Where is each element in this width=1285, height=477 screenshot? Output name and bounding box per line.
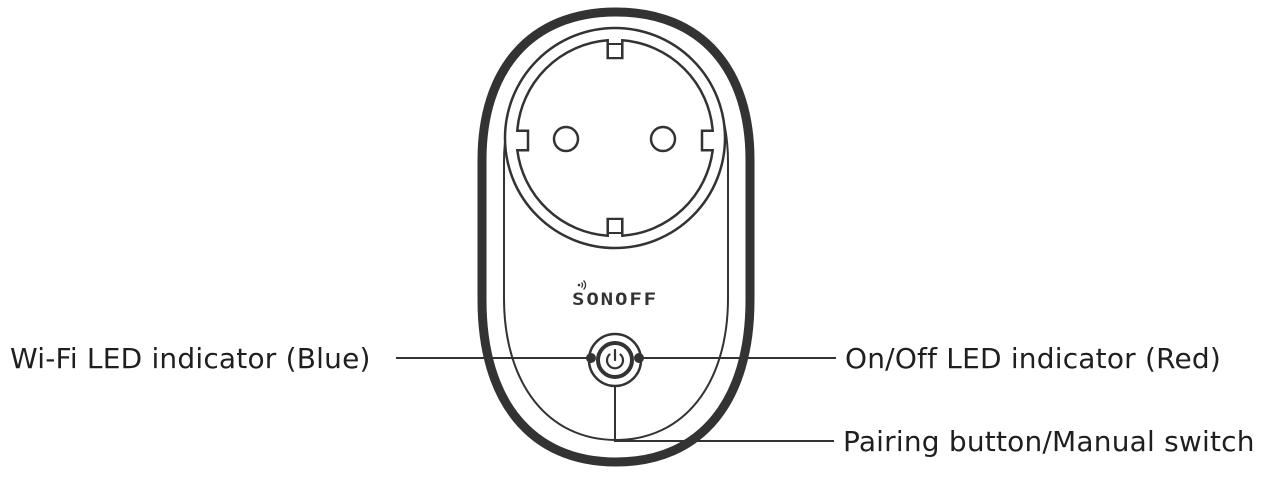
pin-hole-right [649,125,677,153]
earth-clip-top [607,43,623,59]
wifi-signal-icon [577,280,587,290]
pin-hole-left [552,125,580,153]
wifi-led-label: Wi-Fi LED indicator (Blue) [10,342,371,375]
brand-logo-text: SONOFF [572,290,658,310]
wifi-led-indicator [586,353,596,363]
onoff-led-indicator [634,353,644,363]
brand-logo: SONOFF [572,280,658,310]
pairing-button-label: Pairing button/Manual switch [843,425,1255,458]
earth-clip-bottom [607,218,623,234]
power-button[interactable] [587,332,643,388]
socket-recess [515,38,715,238]
power-icon [605,348,625,370]
onoff-led-label: On/Off LED indicator (Red) [845,342,1222,375]
leader-line-pairing [614,368,834,442]
